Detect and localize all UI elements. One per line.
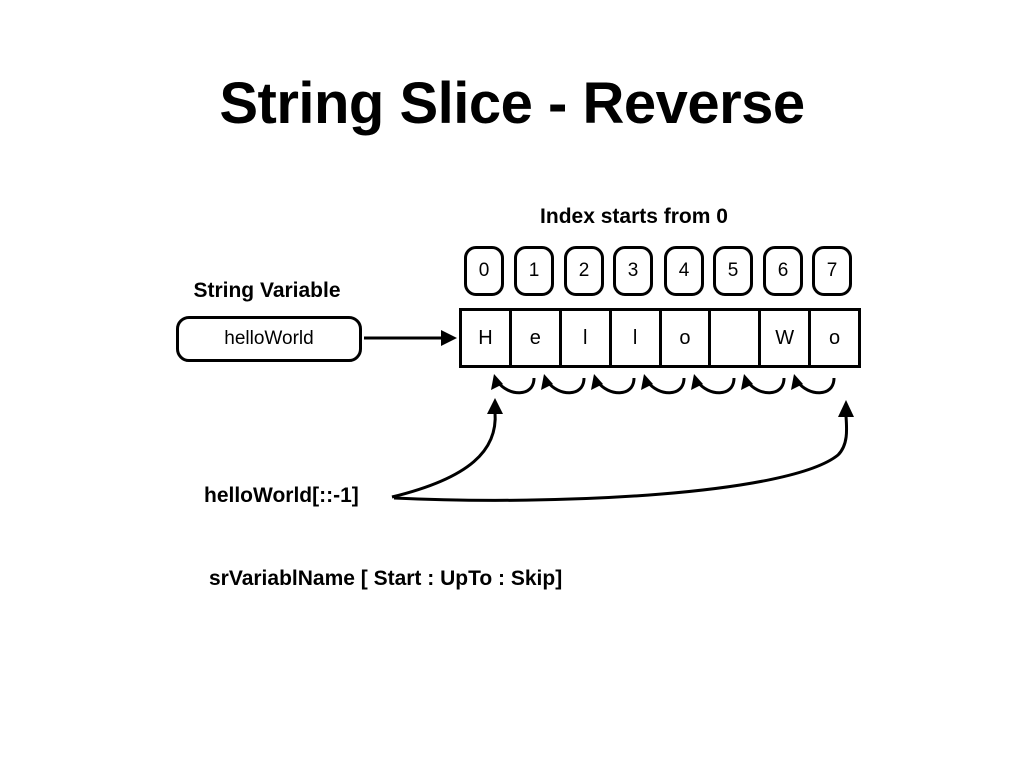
arrow-to-first-char xyxy=(391,398,503,499)
character-cell: l xyxy=(612,311,662,365)
index-pill: 3 xyxy=(613,246,653,296)
curved-arrow-icon xyxy=(791,374,836,395)
reverse-step-arrows xyxy=(491,374,836,395)
page-title: String Slice - Reverse xyxy=(219,71,805,136)
index-pill: 1 xyxy=(514,246,554,296)
slice-expression-label: helloWorld[::-1] xyxy=(204,484,359,507)
character-cell: H xyxy=(462,311,512,365)
curved-arrow-icon xyxy=(641,374,686,395)
arrow-to-last-char xyxy=(393,400,854,502)
slice-syntax-label: srVariablName [ Start : UpTo : Skip] xyxy=(209,567,563,590)
curved-arrow-icon xyxy=(691,374,736,395)
index-pill: 0 xyxy=(464,246,504,296)
character-cell: W xyxy=(761,311,812,365)
character-cell: l xyxy=(562,311,612,365)
index-pill: 6 xyxy=(763,246,803,296)
index-pill: 2 xyxy=(564,246,604,296)
variable-pointer-arrow xyxy=(364,330,457,346)
string-variable-caption: String Variable xyxy=(193,279,341,302)
index-row: 0 1 2 3 4 5 6 7 xyxy=(461,246,861,296)
string-variable-box: helloWorld xyxy=(176,316,362,362)
curved-arrow-icon xyxy=(591,374,636,395)
character-cell: e xyxy=(512,311,562,365)
index-pill: 4 xyxy=(664,246,704,296)
character-array: H e l l o W o xyxy=(459,308,861,368)
slice-arrows xyxy=(391,398,854,502)
character-cell: o xyxy=(662,311,712,365)
curved-arrow-icon xyxy=(541,374,586,395)
character-cell: o xyxy=(829,326,841,349)
curved-arrow-icon xyxy=(741,374,786,395)
index-pill: 5 xyxy=(713,246,753,296)
index-pill: 7 xyxy=(812,246,852,296)
curved-arrow-icon xyxy=(491,374,536,395)
character-cell xyxy=(711,311,762,365)
index-caption: Index starts from 0 xyxy=(540,205,728,228)
